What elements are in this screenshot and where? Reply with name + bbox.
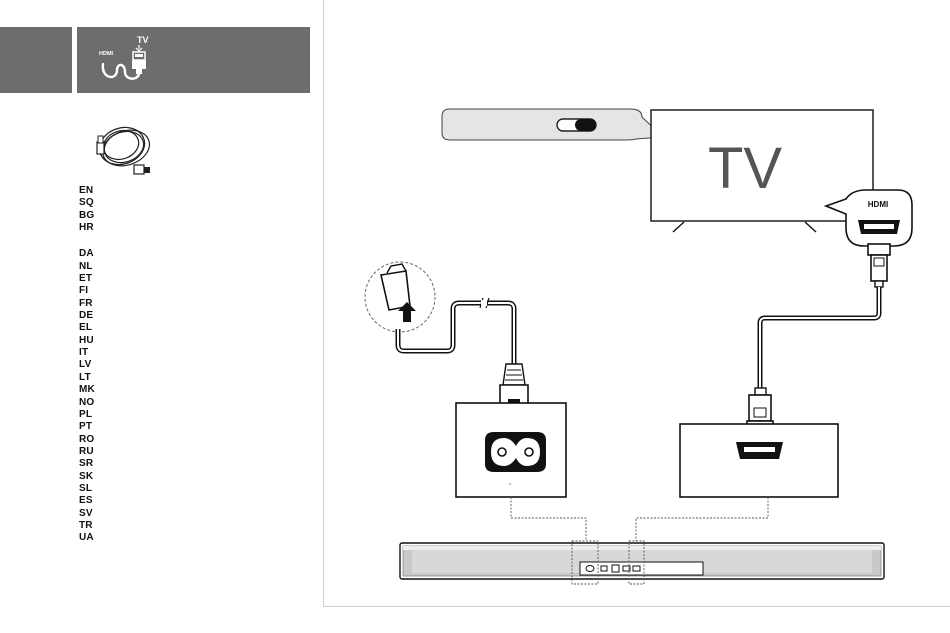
language-code-it: IT — [79, 347, 95, 359]
header-block-left — [0, 27, 72, 93]
language-code-pt: PT — [79, 421, 95, 433]
header-block-hdmi-tv: TV HDMI — [77, 27, 310, 93]
language-code-ru: RU — [79, 446, 95, 458]
language-code-et: ET — [79, 273, 95, 285]
soundbar-hdmi-panel — [680, 424, 838, 497]
hdmi-cable-icon — [88, 112, 160, 180]
language-code-nl: NL — [79, 261, 95, 273]
language-code-lt: LT — [79, 372, 95, 384]
language-code-ua: UA — [79, 532, 95, 544]
hdmi-plug-tv — [868, 244, 890, 287]
language-code-pl: PL — [79, 409, 95, 421]
language-code-sr: SR — [79, 458, 95, 470]
tv-screen-label: TV — [708, 136, 782, 201]
tv-icon: TV — [651, 110, 873, 232]
hdmi-cable-icon — [760, 287, 879, 388]
language-code-sv: SV — [79, 508, 95, 520]
power-port-mark: ~ — [509, 482, 512, 488]
language-code-fr: FR — [79, 298, 95, 310]
header-hdmi-label: HDMI — [99, 51, 114, 57]
language-code-ro: RO — [79, 434, 95, 446]
language-code-sk: SK — [79, 471, 95, 483]
hdmi-port-label: HDMI — [868, 200, 888, 209]
language-code-es: ES — [79, 495, 95, 507]
language-gap — [79, 234, 95, 248]
page-divider-horizontal — [323, 606, 950, 607]
language-code-el: EL — [79, 322, 95, 334]
language-code-mk: MK — [79, 384, 95, 396]
hdmi-to-tv-icon: TV HDMI — [77, 27, 310, 93]
language-code-hr: HR — [79, 222, 95, 234]
language-code-fi: FI — [79, 285, 95, 297]
language-code-bg: BG — [79, 210, 95, 222]
power-plug-icon — [365, 262, 435, 332]
language-code-en: EN — [79, 185, 95, 197]
language-code-sl: SL — [79, 483, 95, 495]
language-code-lv: LV — [79, 359, 95, 371]
soundbar-power-panel: ~ — [456, 403, 566, 497]
language-code-no: NO — [79, 397, 95, 409]
language-code-da: DA — [79, 248, 95, 260]
leader-lines — [511, 497, 768, 541]
connection-diagram: TV HDMI — [324, 0, 950, 606]
language-code-sq: SQ — [79, 197, 95, 209]
language-code-tr: TR — [79, 520, 95, 532]
header-tv-label: TV — [137, 35, 149, 45]
language-code-de: DE — [79, 310, 95, 322]
settings-toggle-icon — [557, 119, 596, 131]
language-code-hu: HU — [79, 335, 95, 347]
soundbar-icon — [400, 541, 884, 584]
settings-toggle-bubble — [442, 109, 663, 140]
